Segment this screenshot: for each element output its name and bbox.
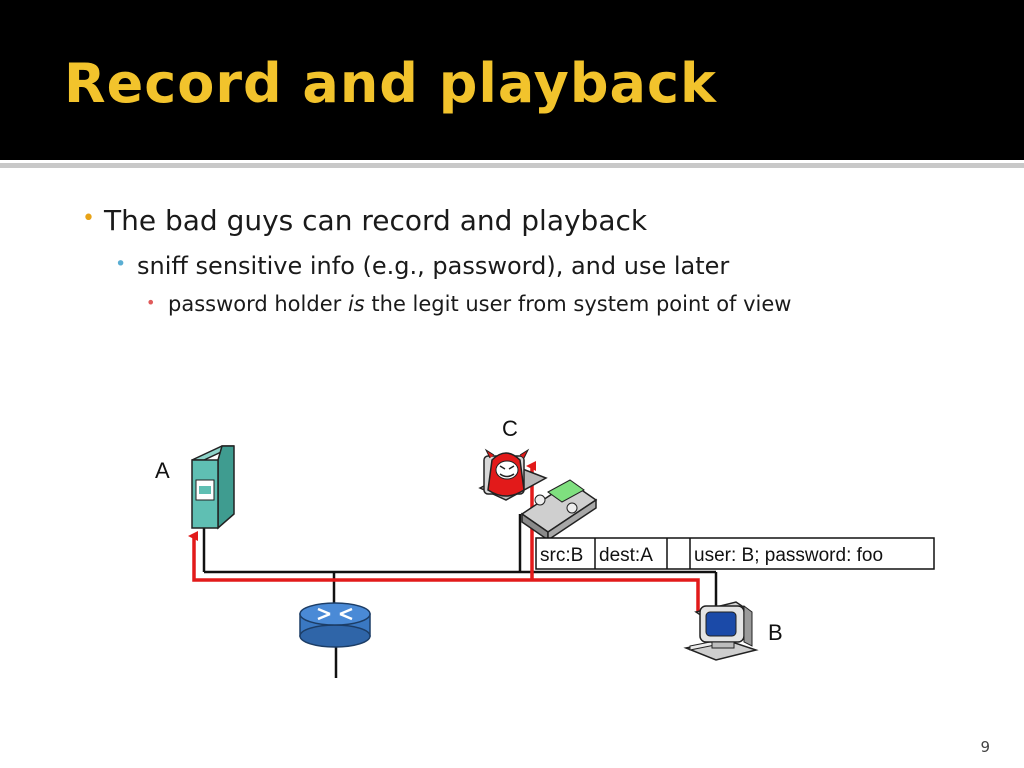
packet-field-src: src:B	[540, 545, 583, 566]
server-icon	[191, 445, 235, 530]
node-label-c: C	[502, 416, 518, 441]
node-label-b: B	[768, 620, 783, 645]
bullet-text: sniff sensitive info (e.g., password), a…	[137, 252, 730, 280]
bullet-text-italic: is	[347, 292, 365, 316]
router-icon	[299, 602, 371, 648]
replay-path-arrow	[188, 531, 700, 612]
attacker-recorder-icon	[478, 448, 598, 542]
title-bar: Record and playback	[0, 0, 1024, 160]
slide-title: Record and playback	[64, 52, 717, 115]
bullet-text-after: the legit user from system point of view	[364, 292, 792, 316]
page-number: 9	[980, 738, 990, 756]
title-divider	[0, 163, 1024, 168]
packet-field-payload: user: B; password: foo	[694, 545, 883, 566]
bullet-text: The bad guys can record and playback	[104, 204, 648, 237]
bullet-level-1: • The bad guys can record and playback	[82, 204, 648, 237]
bullet-dot-icon: •	[115, 253, 127, 275]
packet-field-dest: dest:A	[599, 545, 653, 566]
bullet-text-before: password holder	[168, 292, 348, 316]
bullet-dot-icon: •	[146, 293, 156, 312]
bullet-level-3: • password holder is the legit user from…	[146, 292, 792, 316]
desktop-computer-icon	[683, 601, 759, 661]
node-label-a: A	[155, 458, 170, 483]
packet-box	[535, 537, 935, 570]
bullet-dot-icon: •	[82, 206, 95, 231]
bullet-level-2: • sniff sensitive info (e.g., password),…	[115, 252, 730, 280]
packet: src:B dest:A user: B; password: foo	[535, 537, 935, 570]
